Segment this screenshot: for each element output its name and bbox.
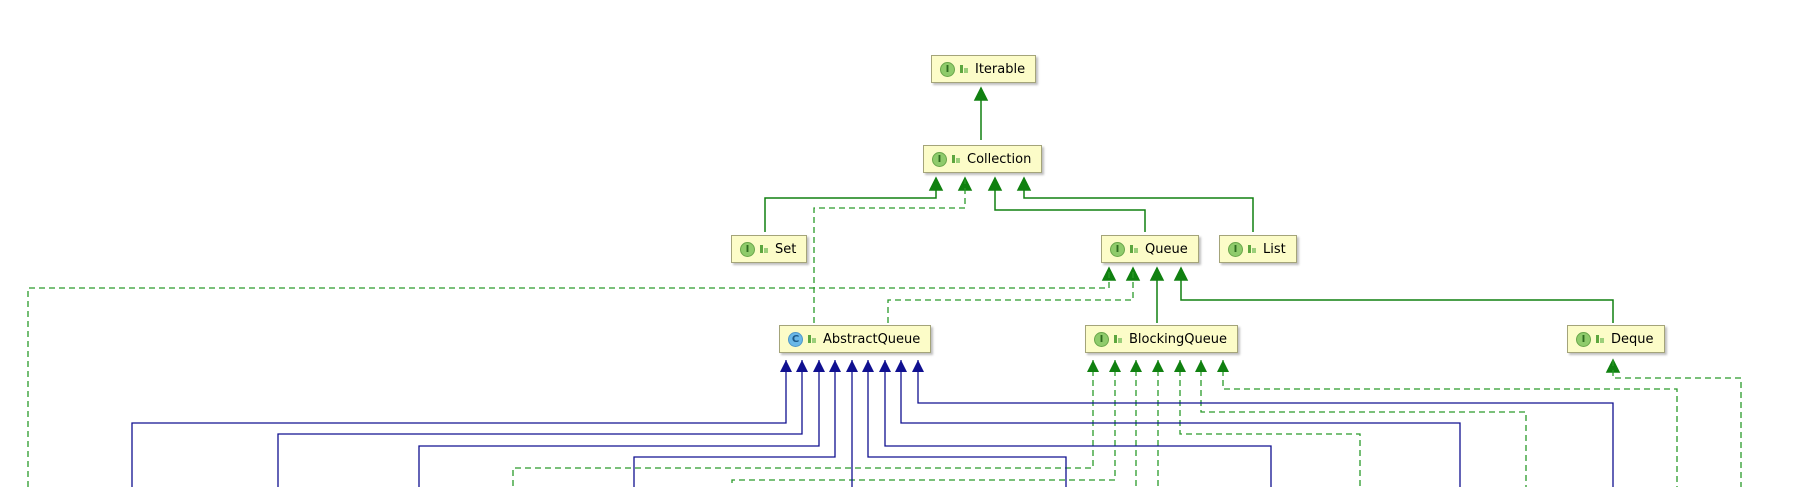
- node-collection[interactable]: I Collection: [923, 145, 1043, 173]
- arrowhead: [846, 360, 858, 372]
- aq-arrowheads: [780, 360, 924, 372]
- arrowhead: [862, 360, 874, 372]
- arrowhead: [780, 360, 792, 372]
- edge-aq-4: [633, 360, 836, 487]
- arrowhead: [1152, 360, 1164, 372]
- node-list[interactable]: I List: [1219, 235, 1297, 263]
- node-label: List: [1263, 241, 1286, 257]
- visibility-icon: [807, 334, 817, 344]
- visibility-icon: [959, 64, 969, 74]
- visibility-icon: [1247, 244, 1257, 254]
- edge-aq-9: [917, 360, 1614, 487]
- node-deque[interactable]: I Deque: [1567, 325, 1665, 353]
- interface-icon: I: [1228, 241, 1243, 257]
- interface-icon: I: [1094, 331, 1109, 347]
- arrowhead: [1173, 266, 1189, 281]
- class-extends-edges: [131, 360, 1614, 487]
- edge-set-collection: [764, 180, 937, 232]
- arrowhead: [1130, 360, 1142, 372]
- edge-abstractqueue-collection: [813, 180, 966, 323]
- visibility-icon: [951, 154, 961, 164]
- arrowhead: [895, 360, 907, 372]
- edge-left-queue: [27, 268, 1110, 487]
- interface-icon: I: [740, 241, 755, 257]
- node-label: Iterable: [975, 61, 1026, 77]
- arrowhead: [973, 86, 989, 101]
- bq-arrowheads: [1087, 360, 1229, 372]
- node-label: Collection: [967, 151, 1032, 167]
- node-queue[interactable]: I Queue: [1101, 235, 1199, 263]
- arrowhead: [813, 360, 825, 372]
- arrowhead: [1174, 360, 1186, 372]
- node-abstractqueue[interactable]: C AbstractQueue: [779, 325, 932, 353]
- edge-bq-2: [731, 360, 1116, 487]
- edge-deque-right: [1612, 360, 1742, 487]
- interface-icon: I: [1110, 241, 1125, 257]
- node-label: AbstractQueue: [823, 331, 921, 347]
- arrowhead: [1087, 360, 1099, 372]
- arrowhead: [879, 360, 891, 372]
- node-label: Deque: [1611, 331, 1654, 347]
- class-icon: C: [788, 331, 803, 347]
- arrowhead: [987, 176, 1003, 191]
- edge-bq-6: [1200, 360, 1527, 487]
- node-label: BlockingQueue: [1129, 331, 1227, 347]
- edge-bq-1: [512, 360, 1094, 487]
- arrowhead: [829, 360, 841, 372]
- arrowhead: [1149, 266, 1165, 281]
- edge-bq-7: [1222, 360, 1678, 487]
- arrowhead: [1195, 360, 1207, 372]
- edge-deque-queue: [1180, 268, 1614, 323]
- interface-icon: I: [932, 151, 947, 167]
- edge-queue-collection: [994, 180, 1146, 232]
- edge-abstractqueue-queue: [887, 268, 1134, 323]
- arrowhead: [796, 360, 808, 372]
- visibility-icon: [1129, 244, 1139, 254]
- edge-aq-3: [418, 360, 820, 487]
- edge-aq-6: [867, 360, 1067, 487]
- node-iterable[interactable]: I Iterable: [931, 55, 1037, 83]
- edge-aq-1: [131, 360, 787, 487]
- edge-aq-2: [277, 360, 803, 487]
- edge-aq-8: [900, 360, 1461, 487]
- arrowhead: [1016, 176, 1032, 191]
- visibility-icon: [759, 244, 769, 254]
- node-blockingqueue[interactable]: I BlockingQueue: [1085, 325, 1238, 353]
- visibility-icon: [1595, 334, 1605, 344]
- arrowhead: [928, 176, 944, 191]
- node-set[interactable]: I Set: [731, 235, 808, 263]
- interface-icon: I: [1576, 331, 1591, 347]
- visibility-icon: [1113, 334, 1123, 344]
- interface-icon: I: [940, 61, 955, 77]
- node-label: Queue: [1145, 241, 1188, 257]
- arrowhead: [1217, 360, 1229, 372]
- edge-aq-7: [884, 360, 1272, 487]
- edge-list-collection: [1023, 180, 1254, 232]
- node-label: Set: [775, 241, 797, 257]
- arrowhead: [1109, 360, 1121, 372]
- edge-bq-5: [1179, 360, 1361, 487]
- arrowhead: [912, 360, 924, 372]
